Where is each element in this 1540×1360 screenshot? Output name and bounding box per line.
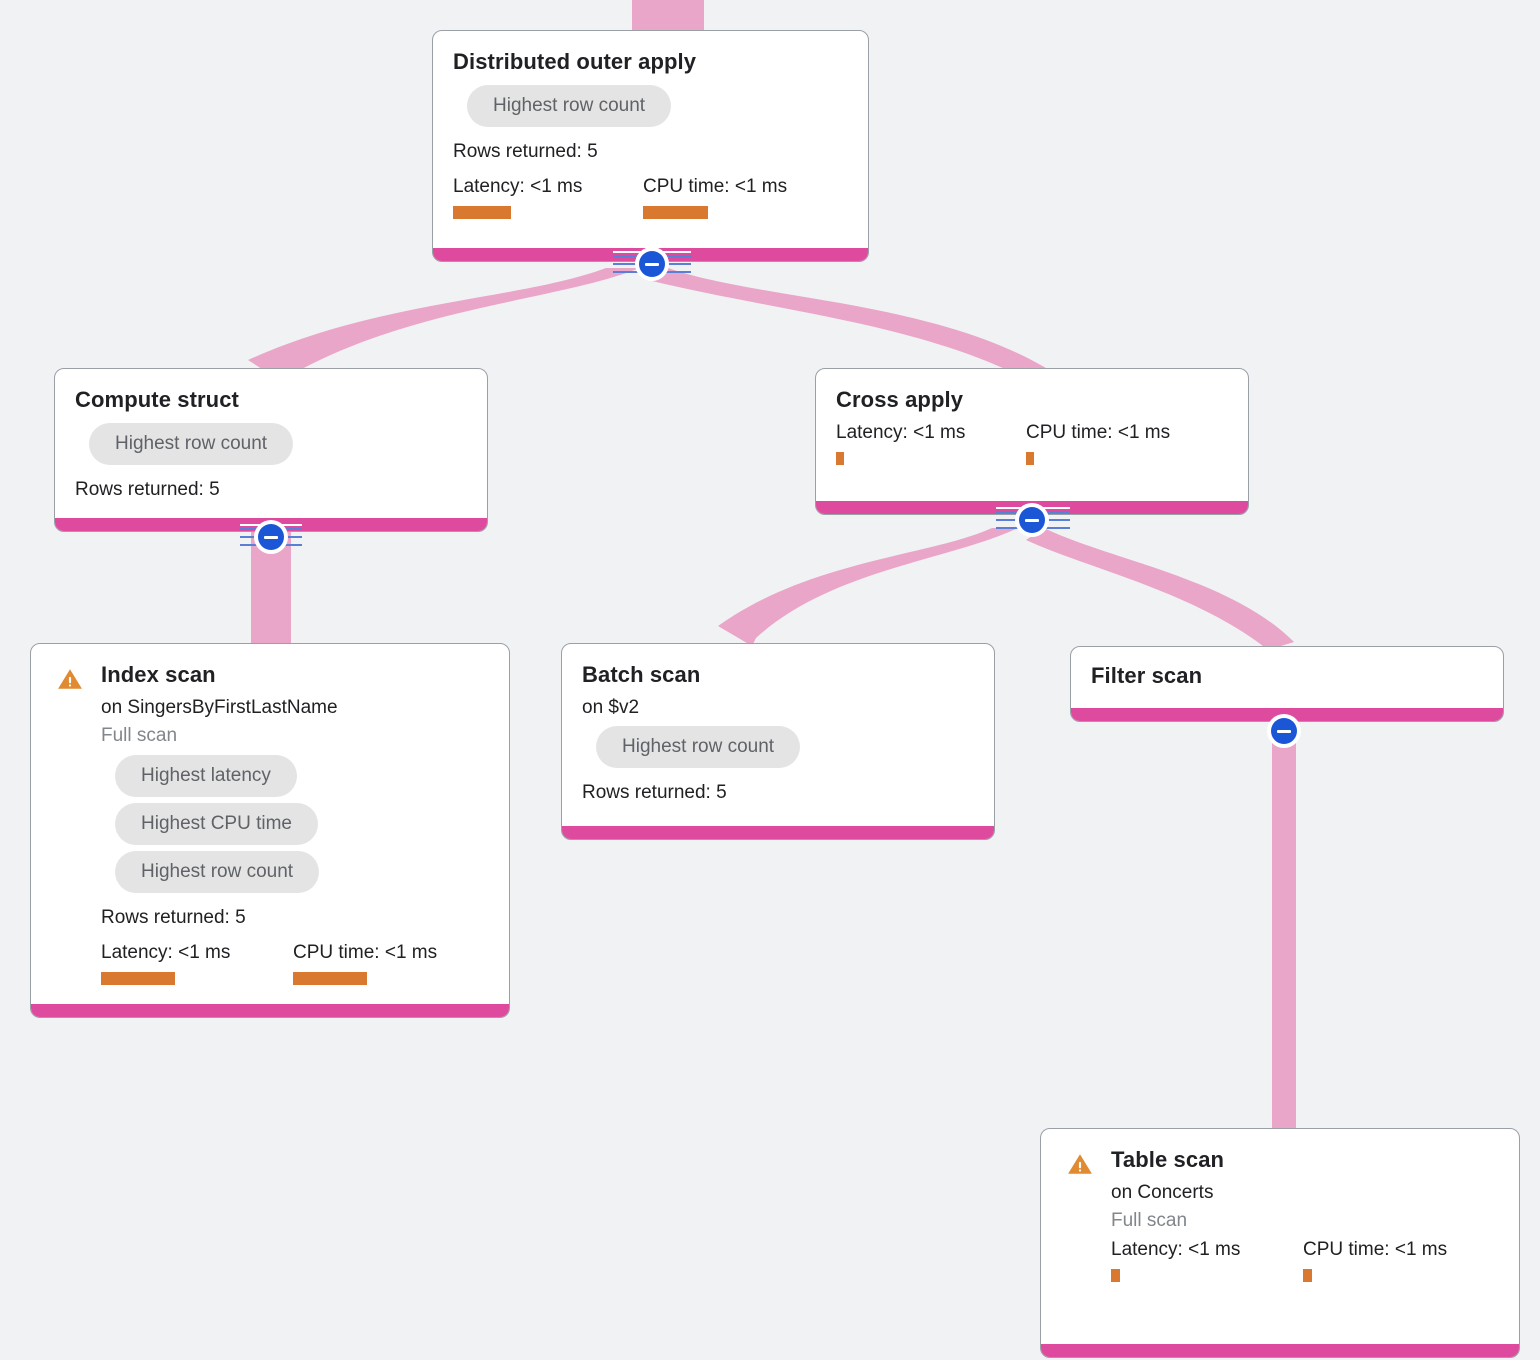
- node-content: Cross apply Latency: <1 ms CPU time: <1 …: [836, 387, 1228, 493]
- metric-latency-label: Latency: <1 ms: [101, 941, 231, 963]
- metric-cpu-label: CPU time: <1 ms: [643, 175, 788, 197]
- metrics-row: Latency: <1 ms CPU time: <1 ms: [1111, 1238, 1499, 1282]
- node-scan-type: Full scan: [1111, 1210, 1188, 1232]
- node-content: Table scan on Concerts Full scan Latency…: [1111, 1147, 1499, 1336]
- warning-triangle-icon: [1067, 1151, 1093, 1177]
- collapse-minus-icon: [1025, 519, 1039, 522]
- edge-input-to-distributed-outer-apply: [632, 0, 704, 32]
- node-body: Filter scan: [1071, 647, 1503, 708]
- edge-distributed-outer-apply-to-compute-struct: [248, 268, 640, 384]
- node-body: Table scan on Concerts Full scan Latency…: [1041, 1129, 1519, 1344]
- metrics-row: Latency: <1 ms CPU time: <1 ms: [101, 941, 489, 985]
- edge-cross-apply-to-filter-scan: [1026, 528, 1294, 650]
- rows-returned: Rows returned: 5: [101, 906, 246, 928]
- badge-highest-row-count: Highest row count: [115, 850, 320, 893]
- node-footer-bar: [562, 826, 994, 839]
- node-content: Batch scan on $v2 Highest row count Rows…: [582, 662, 974, 818]
- rows-returned: Rows returned: 5: [75, 478, 220, 500]
- badge-highest-row-count: Highest row count: [596, 726, 801, 769]
- metric-latency-bar: [101, 971, 175, 985]
- node-body: Index scan on SingersByFirstLastName Ful…: [31, 644, 509, 1004]
- node-content: Compute struct Highest row count Rows re…: [75, 387, 467, 510]
- metric-latency: Latency: <1 ms: [101, 941, 293, 985]
- metric-latency-label: Latency: <1 ms: [453, 175, 583, 197]
- node-content: Index scan on SingersByFirstLastName Ful…: [101, 662, 489, 996]
- metric-cpu-bar: [293, 971, 367, 985]
- node-title: Batch scan: [582, 662, 701, 687]
- node-title: Filter scan: [1091, 663, 1203, 688]
- metric-cpu-bar: [1026, 451, 1034, 465]
- node-title: Distributed outer apply: [453, 49, 697, 74]
- badge-highest-row-count: Highest row count: [89, 422, 294, 465]
- edge-filter-scan-to-table-scan: [1272, 722, 1296, 1140]
- plan-node-filter-scan[interactable]: Filter scan: [1070, 646, 1504, 722]
- metric-latency-label: Latency: <1 ms: [836, 421, 966, 443]
- metric-cpu-bar: [1303, 1268, 1312, 1282]
- node-title: Table scan: [1111, 1147, 1225, 1172]
- node-body: Distributed outer apply Highest row coun…: [433, 31, 868, 248]
- badge-row: Highest latency Highest CPU time Highest…: [101, 754, 489, 899]
- badge-highest-latency: Highest latency: [115, 754, 297, 797]
- metric-cpu: CPU time: <1 ms: [1026, 421, 1171, 465]
- badge-highest-cpu-time: Highest CPU time: [115, 802, 318, 845]
- collapse-toggle-filter-scan[interactable]: [1267, 714, 1301, 748]
- metric-cpu: CPU time: <1 ms: [293, 941, 438, 985]
- edge-cross-apply-to-batch-scan: [718, 528, 1018, 646]
- plan-node-table-scan[interactable]: Table scan on Concerts Full scan Latency…: [1040, 1128, 1520, 1358]
- plan-node-cross-apply[interactable]: Cross apply Latency: <1 ms CPU time: <1 …: [815, 368, 1249, 515]
- metric-latency: Latency: <1 ms: [453, 175, 643, 219]
- metric-cpu-label: CPU time: <1 ms: [1026, 421, 1171, 443]
- node-title: Compute struct: [75, 387, 239, 412]
- rows-returned: Rows returned: 5: [453, 140, 598, 162]
- collapse-toggle-cross-apply[interactable]: [1015, 503, 1049, 537]
- collapse-minus-icon: [645, 263, 659, 266]
- badge-row: Highest row count: [582, 726, 974, 774]
- node-body: Compute struct Highest row count Rows re…: [55, 369, 487, 518]
- node-title: Cross apply: [836, 387, 964, 412]
- badge-row: Highest row count: [453, 84, 848, 133]
- rows-returned: Rows returned: 5: [582, 782, 727, 804]
- node-subtitle: on SingersByFirstLastName: [101, 696, 338, 718]
- metric-cpu: CPU time: <1 ms: [643, 175, 788, 219]
- node-title: Index scan: [101, 662, 216, 687]
- plan-node-batch-scan[interactable]: Batch scan on $v2 Highest row count Rows…: [561, 643, 995, 840]
- collapse-minus-icon: [264, 536, 278, 539]
- node-footer-bar: [1041, 1344, 1519, 1357]
- node-footer-bar: [31, 1004, 509, 1017]
- badge-row: Highest row count: [75, 422, 467, 471]
- metrics-row: Latency: <1 ms CPU time: <1 ms: [836, 421, 1228, 465]
- collapse-toggle-compute-struct[interactable]: [254, 520, 288, 554]
- metric-latency: Latency: <1 ms: [836, 421, 1026, 465]
- badge-highest-row-count: Highest row count: [467, 84, 672, 127]
- node-content: Distributed outer apply Highest row coun…: [453, 49, 848, 240]
- node-body: Cross apply Latency: <1 ms CPU time: <1 …: [816, 369, 1248, 501]
- metric-latency: Latency: <1 ms: [1111, 1238, 1303, 1282]
- plan-node-compute-struct[interactable]: Compute struct Highest row count Rows re…: [54, 368, 488, 532]
- plan-node-distributed-outer-apply[interactable]: Distributed outer apply Highest row coun…: [432, 30, 869, 262]
- node-subtitle: on $v2: [582, 696, 640, 718]
- collapse-toggle-distributed-outer-apply[interactable]: [635, 247, 669, 281]
- metric-cpu-bar: [643, 205, 708, 219]
- collapse-minus-icon: [1277, 730, 1291, 733]
- edge-distributed-outer-apply-to-cross-apply: [648, 268, 1046, 376]
- node-content: Filter scan: [1091, 663, 1483, 704]
- node-subtitle: on Concerts: [1111, 1181, 1214, 1203]
- metric-latency-bar: [1111, 1268, 1120, 1282]
- metric-latency-bar: [453, 205, 511, 219]
- node-body: Batch scan on $v2 Highest row count Rows…: [562, 644, 994, 826]
- metric-latency-label: Latency: <1 ms: [1111, 1238, 1241, 1260]
- plan-node-index-scan[interactable]: Index scan on SingersByFirstLastName Ful…: [30, 643, 510, 1018]
- metric-cpu-label: CPU time: <1 ms: [1303, 1238, 1448, 1260]
- metric-cpu-label: CPU time: <1 ms: [293, 941, 438, 963]
- metrics-row: Latency: <1 ms CPU time: <1 ms: [453, 175, 848, 219]
- node-scan-type: Full scan: [101, 725, 178, 747]
- metric-cpu: CPU time: <1 ms: [1303, 1238, 1448, 1282]
- warning-triangle-icon: [57, 666, 83, 692]
- metric-latency-bar: [836, 451, 844, 465]
